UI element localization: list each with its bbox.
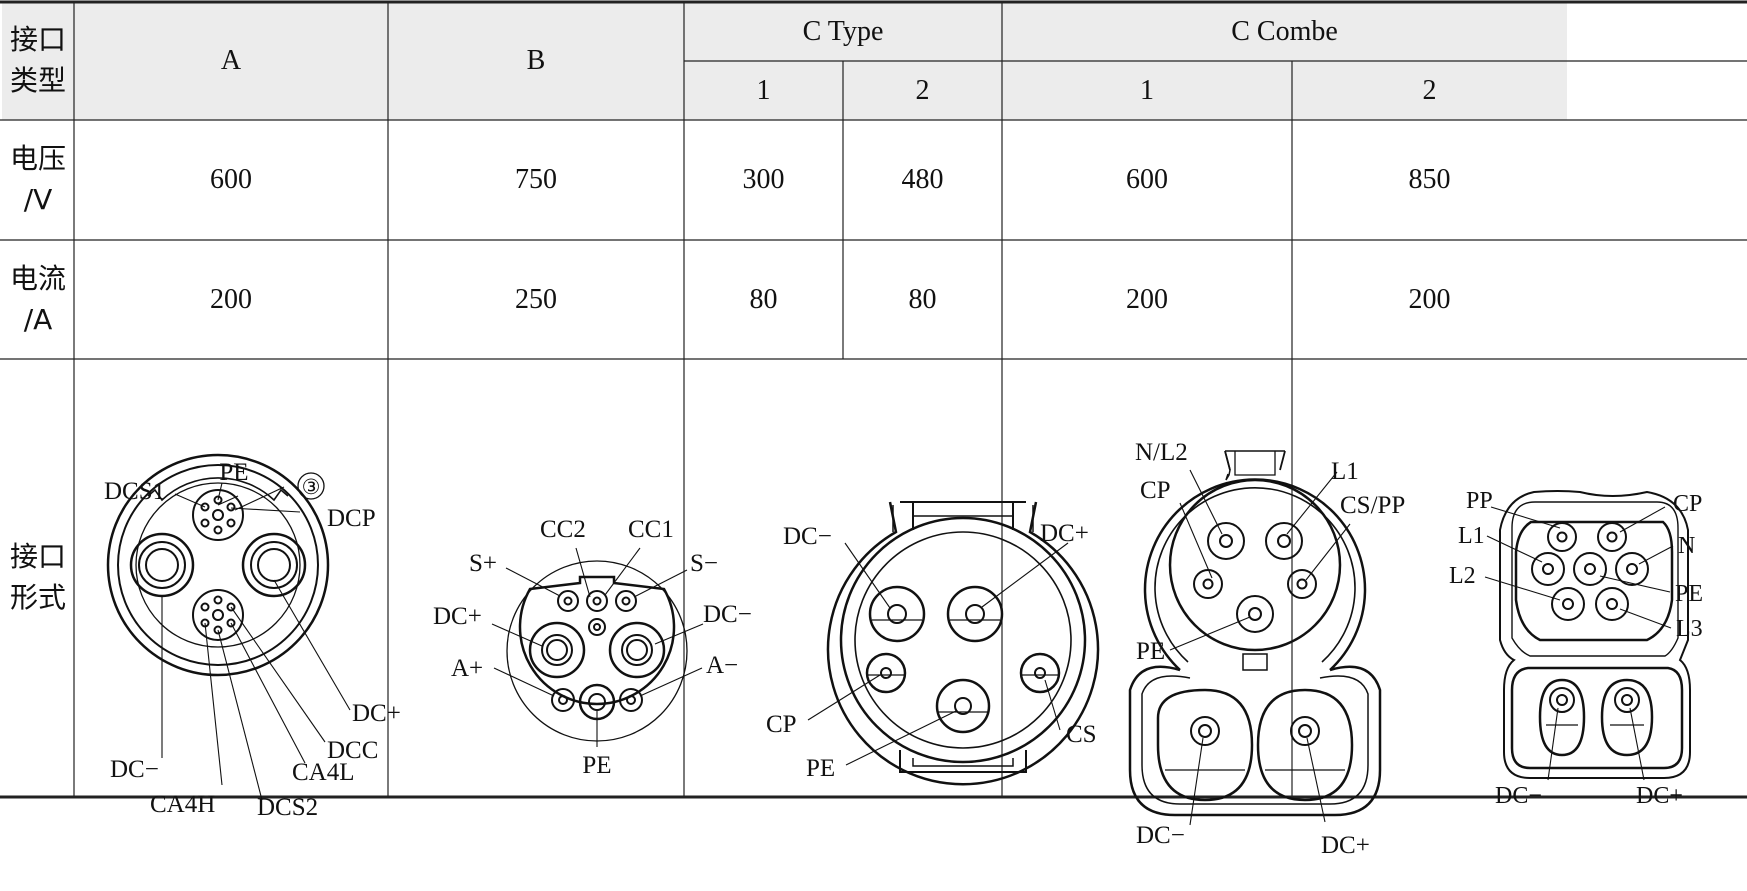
header-c-combe-1: 1 bbox=[1002, 61, 1292, 120]
label-b-sminus: S− bbox=[690, 550, 718, 577]
current-c-combe-1: 200 bbox=[1126, 283, 1168, 315]
voltage-b: 750 bbox=[515, 164, 557, 195]
connector-c-type-diagram bbox=[807, 501, 1100, 786]
label-a-dcs1: DCS1 bbox=[104, 478, 165, 505]
voltage-label: 电压 /V bbox=[2, 120, 74, 240]
connector-c-combe-1-diagram bbox=[1128, 450, 1382, 826]
label-ct-cp: CP bbox=[766, 711, 797, 738]
label-cc2-l1: L1 bbox=[1458, 523, 1485, 549]
header-col-b: B bbox=[388, 2, 684, 120]
connector-a-labels: PE ③ DCS1 DCP DC+ DCC CA4L DCS2 CA4H DC− bbox=[104, 459, 401, 821]
connector-c-combe-2-labels: PP CP L1 N L2 PE L3 DC− DC+ bbox=[1449, 488, 1703, 809]
form-label-line2: 形式 bbox=[9, 581, 66, 614]
label-cc2-dcminus: DC− bbox=[1495, 783, 1542, 809]
label-a-dcc: DCC bbox=[327, 737, 378, 764]
label-cc2-dcplus: DC+ bbox=[1636, 783, 1683, 809]
current-b: 250 bbox=[515, 283, 557, 315]
header-c-type-2: 2 bbox=[843, 61, 1002, 120]
label-cc2-l2: L2 bbox=[1449, 563, 1476, 589]
connector-c-type-labels: DC− DC+ CP PE CS bbox=[766, 520, 1097, 782]
label-b-splus: S+ bbox=[469, 550, 497, 577]
form-label-line1: 接口 bbox=[9, 540, 66, 574]
header-col-a: A bbox=[74, 2, 388, 120]
label-cc2-pe: PE bbox=[1675, 581, 1703, 607]
label-cc2-pp: PP bbox=[1466, 488, 1493, 514]
voltage-c-combe-1: 600 bbox=[1126, 164, 1168, 195]
header-row-label: 接口 类型 bbox=[2, 2, 74, 120]
voltage-c-type-2: 480 bbox=[901, 164, 944, 195]
label-a-pe: PE bbox=[219, 459, 248, 486]
label-a-3: ③ bbox=[302, 475, 321, 499]
label-ct-dcplus: DC+ bbox=[1040, 520, 1089, 547]
voltage-label-line2: /V bbox=[23, 183, 53, 216]
voltage-label-line1: 电压 bbox=[9, 142, 66, 176]
label-cc2-cp: CP bbox=[1673, 491, 1702, 517]
connector-b-diagram bbox=[491, 547, 704, 747]
voltage-c-combe-2: 850 bbox=[1408, 164, 1451, 195]
label-b-aplus: A+ bbox=[451, 655, 483, 682]
connector-b-labels: CC2 CC1 S+ S− DC+ DC− A+ A− PE bbox=[433, 516, 752, 779]
header-group-c-type: C Type bbox=[684, 2, 1002, 61]
form-label: 接口 形式 bbox=[2, 359, 74, 797]
header-c-combe-2: 2 bbox=[1292, 61, 1567, 120]
label-b-cc2: CC2 bbox=[540, 516, 586, 543]
label-cc1-l1: L1 bbox=[1331, 458, 1359, 485]
label-cc1-cp: CP bbox=[1140, 477, 1171, 504]
current-a: 200 bbox=[210, 283, 252, 315]
label-b-dcminus: DC− bbox=[703, 601, 752, 628]
connector-c-combe-2-diagram bbox=[1484, 490, 1691, 781]
label-cc1-dcminus: DC− bbox=[1136, 822, 1185, 849]
label-a-ca4l: CA4L bbox=[292, 759, 355, 786]
label-cc2-n: N bbox=[1678, 533, 1695, 559]
label-cc1-nl2: N/L2 bbox=[1135, 439, 1188, 466]
current-label-line1: 电流 bbox=[9, 261, 66, 295]
label-cc1-pe: PE bbox=[1136, 638, 1165, 665]
label-cc1-dcplus: DC+ bbox=[1321, 832, 1370, 859]
connector-c-combe-1-labels: N/L2 L1 CP CS/PP PE DC− DC+ bbox=[1135, 439, 1405, 859]
label-a-dcp: DCP bbox=[327, 505, 376, 532]
voltage-c-type-1: 300 bbox=[742, 164, 785, 195]
connector-a-diagram bbox=[106, 453, 351, 801]
label-cc1-cspp: CS/PP bbox=[1340, 492, 1405, 519]
label-ct-cs: CS bbox=[1066, 721, 1097, 748]
label-b-dcplus: DC+ bbox=[433, 603, 482, 630]
label-b-aminus: A− bbox=[706, 652, 738, 679]
label-a-dcminus: DC− bbox=[110, 756, 159, 783]
label-b-pe: PE bbox=[582, 752, 611, 779]
current-c-type-2: 80 bbox=[908, 283, 937, 315]
current-c-combe-2: 200 bbox=[1408, 283, 1451, 315]
label-cc2-l3: L3 bbox=[1676, 616, 1703, 642]
current-c-type-1: 80 bbox=[749, 283, 778, 315]
header-row-label-line2: 类型 bbox=[9, 64, 66, 97]
header-row-label-line1: 接口 bbox=[9, 23, 66, 57]
label-b-cc1: CC1 bbox=[628, 516, 674, 543]
current-label-line2: /A bbox=[23, 302, 53, 336]
header-group-c-combe: C Combe bbox=[1002, 2, 1567, 61]
label-a-dcs2: DCS2 bbox=[257, 794, 318, 821]
label-ct-dcminus: DC− bbox=[783, 523, 832, 550]
current-label: 电流 /A bbox=[2, 240, 74, 359]
voltage-a: 600 bbox=[210, 164, 252, 195]
label-a-ca4h: CA4H bbox=[150, 791, 215, 818]
label-ct-pe: PE bbox=[806, 755, 835, 782]
label-a-dcplus: DC+ bbox=[352, 700, 401, 727]
header-c-type-1: 1 bbox=[684, 61, 843, 120]
